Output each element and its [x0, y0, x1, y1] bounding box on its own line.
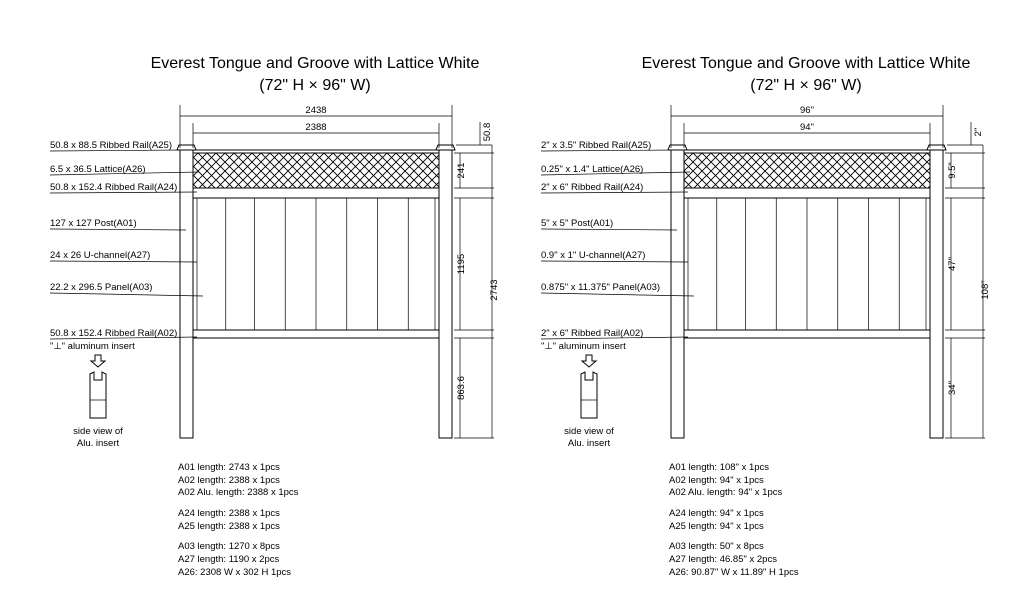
overall-width-dim: 96" [800, 105, 814, 116]
part-length-line: A01 length: 2743 x 1pcs [178, 462, 280, 473]
leader-line [49, 191, 198, 194]
leader-line [49, 149, 185, 152]
callout-a25: 50.8 x 88.5 Ribbed Rail(A25) [50, 140, 172, 151]
lattice-a26 [192, 152, 440, 189]
callout-a02: 2" x 6" Ribbed Rail(A02) [541, 328, 643, 339]
left-post [670, 149, 685, 439]
left-post-cap [667, 144, 688, 151]
leader-line [49, 260, 198, 263]
callout-a24: 2" x 6" Ribbed Rail(A24) [541, 182, 643, 193]
lattice-height-dim: 241 [456, 163, 467, 179]
insert-profile-icon [89, 371, 107, 419]
mid-rail-a24 [683, 187, 931, 199]
part-length-line: A02 length: 2388 x 1pcs [178, 475, 280, 486]
mid-rail-a24 [192, 187, 440, 199]
right-post [929, 149, 944, 439]
callout-aluminum-insert: "⊥" aluminum insert [541, 341, 626, 352]
post-cap-dim: 50.8 [482, 123, 493, 142]
inner-width-dim: 94" [800, 122, 814, 133]
lattice-a26 [683, 152, 931, 189]
callout-a01: 5" x 5" Post(A01) [541, 218, 613, 229]
part-length-line: A27 length: 1190 x 2pcs [178, 554, 279, 565]
leader-line [540, 191, 689, 194]
diagram-subtitle: (72" H × 96" W) [750, 77, 861, 94]
below-rail-dim: 863.6 [456, 376, 467, 400]
leader-line [540, 292, 695, 297]
callout-a25: 2" x 3.5" Ribbed Rail(A25) [541, 140, 651, 151]
callout-a27: 0.9" x 1" U-channel(A27) [541, 250, 645, 261]
part-length-line: A27 length: 46.85" x 2pcs [669, 554, 777, 565]
lattice-height-dim: 9.5" [947, 162, 958, 179]
callout-a24: 50.8 x 152.4 Ribbed Rail(A24) [50, 182, 177, 193]
diagram-title: Everest Tongue and Groove with Lattice W… [151, 55, 480, 72]
callout-a01: 127 x 127 Post(A01) [50, 218, 137, 229]
part-length-line: A03 length: 50" x 8pcs [669, 541, 764, 552]
callout-a26: 6.5 x 36.5 Lattice(A26) [50, 164, 146, 175]
imperial-fence-drawing: Everest Tongue and Groove with Lattice W… [540, 55, 991, 578]
bottom-rail-a02 [192, 329, 440, 339]
part-length-line: A02 Alu. length: 2388 x 1pcs [178, 487, 299, 498]
leader-line [49, 292, 204, 297]
left-post-cap [176, 144, 197, 151]
insert-profile-icon [580, 371, 598, 419]
diagram-title: Everest Tongue and Groove with Lattice W… [642, 55, 971, 72]
bottom-rail-a02 [683, 329, 931, 339]
leader-line [540, 260, 689, 263]
leader-line [540, 336, 689, 340]
leader-line [49, 336, 198, 340]
right-post [438, 149, 453, 439]
part-length-line: A25 length: 2388 x 1pcs [178, 521, 280, 532]
part-length-line: A02 Alu. length: 94" x 1pcs [669, 487, 782, 498]
side-view-caption: side view of [73, 426, 123, 437]
right-post-cap [926, 144, 947, 151]
part-length-line: A24 length: 2388 x 1pcs [178, 508, 280, 519]
side-view-caption: Alu. insert [568, 438, 611, 449]
down-arrow-icon [89, 354, 107, 368]
panel-height-dim: 47" [947, 257, 958, 271]
leader-line [540, 171, 691, 176]
overall-height-dim: 108" [980, 280, 991, 299]
left-post [179, 149, 194, 439]
diagram-subtitle: (72" H × 96" W) [259, 77, 370, 94]
side-view-caption: side view of [564, 426, 614, 437]
right-post-cap [435, 144, 456, 151]
part-length-line: A24 length: 94" x 1pcs [669, 508, 764, 519]
leader-line [540, 228, 678, 231]
part-length-line: A02 length: 94" x 1pcs [669, 475, 764, 486]
part-length-line: A01 length: 108" x 1pcs [669, 462, 769, 473]
leader-line [49, 228, 187, 231]
part-length-line: A25 length: 94" x 1pcs [669, 521, 764, 532]
leader-line [540, 149, 676, 152]
part-length-line: A26: 2308 W x 302 H 1pcs [178, 567, 291, 578]
post-cap-dim: 2" [973, 128, 984, 137]
overall-width-dim: 2438 [305, 105, 326, 116]
callout-a03: 22.2 x 296.5 Panel(A03) [50, 282, 152, 293]
below-rail-dim: 34" [947, 381, 958, 395]
inner-width-dim: 2388 [305, 122, 326, 133]
leader-line [49, 171, 200, 176]
panel-height-dim: 1195 [456, 254, 467, 274]
callout-a27: 24 x 26 U-channel(A27) [50, 250, 150, 261]
callout-aluminum-insert: "⊥" aluminum insert [50, 341, 135, 352]
part-length-line: A26: 90.87" W x 11.89" H 1pcs [669, 567, 799, 578]
down-arrow-icon [580, 354, 598, 368]
metric-fence-drawing: Everest Tongue and Groove with Lattice W… [49, 55, 500, 578]
callout-a26: 0.25" x 1.4" Lattice(A26) [541, 164, 643, 175]
side-view-caption: Alu. insert [77, 438, 120, 449]
overall-height-dim: 2743 [489, 279, 500, 300]
callout-a03: 0.875" x 11.375" Panel(A03) [541, 282, 660, 293]
part-length-line: A03 length: 1270 x 8pcs [178, 541, 280, 552]
callout-a02: 50.8 x 152.4 Ribbed Rail(A02) [50, 328, 177, 339]
